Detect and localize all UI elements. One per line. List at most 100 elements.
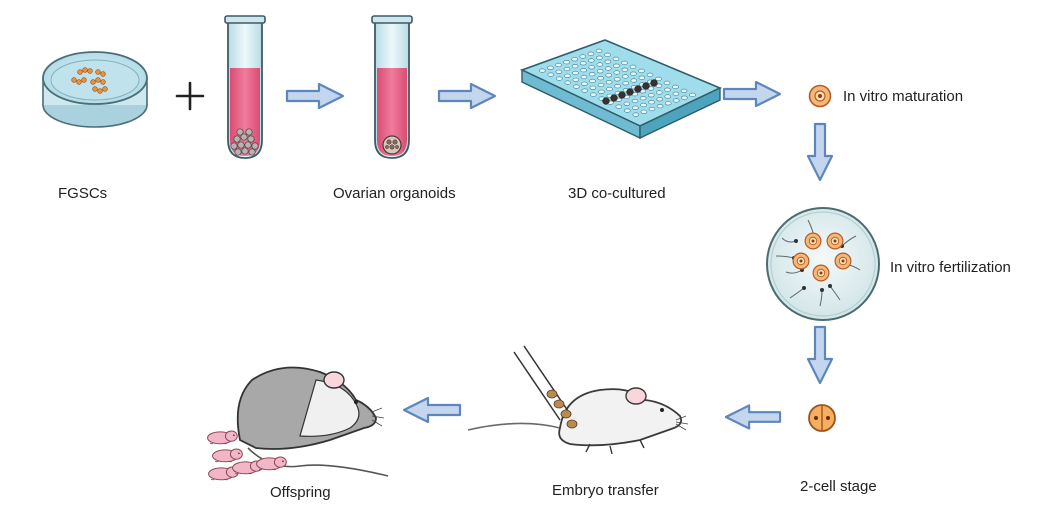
plate-well (563, 66, 571, 72)
arrow-right-icon (722, 80, 782, 108)
label-offspring: Offspring (270, 484, 331, 501)
plate-well (622, 81, 630, 86)
plate-well (588, 65, 596, 70)
seeded-wells (602, 79, 658, 105)
plate-well (656, 104, 664, 109)
oocyte-icon (812, 264, 830, 282)
plate-well (647, 93, 655, 98)
plate-well (612, 56, 620, 62)
plate-well (656, 97, 664, 102)
plus-icon (175, 81, 205, 111)
plate-well (672, 98, 680, 103)
plate-well (681, 95, 688, 100)
plate-well (589, 92, 597, 97)
oocyte-icon (808, 84, 832, 108)
plate-well (638, 68, 645, 73)
plate-well (605, 80, 613, 85)
plate-well (598, 89, 605, 94)
oocyte-icon (834, 252, 852, 270)
plate-well (663, 80, 671, 85)
plate-well (606, 86, 613, 92)
plate-well (579, 54, 587, 59)
label-ovarian-organoids: Ovarian organoids (333, 185, 456, 202)
plate-well (597, 82, 605, 88)
plate-well (632, 112, 640, 117)
plate-well (646, 72, 654, 77)
plate-well (547, 65, 554, 70)
plate-well (640, 102, 647, 108)
plate-well (555, 76, 563, 81)
mother-mouse-icon (236, 366, 389, 477)
plate-well (630, 71, 637, 76)
plate-well (589, 78, 596, 84)
plate-well (630, 78, 638, 83)
plate-well (615, 104, 623, 109)
label-3d-cocultured: 3D co-cultured (568, 185, 666, 202)
plate-well (680, 88, 688, 93)
plate-well (572, 70, 579, 76)
arrow-left-icon (724, 404, 782, 430)
plate-well (563, 60, 570, 65)
plate-well (664, 94, 672, 99)
plate-well (621, 74, 629, 79)
oocyte-icon (826, 232, 844, 250)
plate-well (587, 58, 595, 63)
plate-well (613, 63, 620, 68)
plate-well (579, 61, 587, 66)
plate-well (571, 64, 579, 69)
plate-well (580, 74, 588, 80)
pup-icon (256, 456, 287, 471)
plate-well (604, 66, 612, 71)
plate-well (572, 77, 580, 82)
oocyte-icon (804, 232, 822, 250)
plate-well (623, 108, 631, 113)
plate-well (589, 85, 597, 90)
plate-well (621, 67, 629, 72)
arrow-right-icon (285, 82, 345, 110)
plate-well (596, 62, 604, 67)
plate-well (564, 73, 571, 78)
plate-well (595, 48, 603, 54)
plate-well (605, 73, 613, 78)
arrow-left-icon (402, 396, 462, 424)
two-cell-embryo-icon (808, 404, 836, 432)
plate-well (581, 88, 589, 93)
plate-well (597, 76, 604, 81)
plate-well (614, 84, 621, 89)
plate-well (629, 64, 637, 69)
plate-well (555, 62, 562, 68)
plate-well (648, 100, 655, 105)
plate-well (655, 76, 662, 81)
label-fgscs: FGSCs (58, 185, 108, 202)
plate-well (621, 60, 628, 66)
label-in-vitro-fertilization: In vitro fertilization (890, 259, 1011, 276)
arrow-right-icon (437, 82, 497, 110)
plate-well (631, 98, 639, 104)
plate-well (632, 105, 639, 110)
pup-icon (212, 448, 243, 463)
recipient-mouse-icon (467, 345, 689, 455)
plate-well (604, 59, 612, 64)
plate-well (613, 70, 621, 75)
plate-well (648, 106, 656, 112)
plate-well (547, 72, 555, 77)
label-2-cell-stage: 2-cell stage (800, 478, 877, 495)
test-tube-icon (224, 15, 266, 159)
plate-well (655, 90, 663, 95)
label-embryo-transfer: Embryo transfer (552, 482, 659, 499)
petri-dish-icon (42, 51, 148, 128)
plate-well (596, 69, 604, 74)
plate-well (555, 69, 563, 74)
plate-well (538, 68, 546, 73)
plate-well (623, 101, 631, 106)
well-plate-icon (519, 39, 722, 140)
pup-icon (207, 430, 238, 445)
oocyte-icon (792, 252, 810, 270)
plate-well (613, 77, 621, 82)
arrow-down-icon (806, 325, 834, 385)
ivf-dish-icon (766, 207, 880, 321)
plate-well (596, 55, 603, 60)
plate-well (604, 52, 611, 58)
